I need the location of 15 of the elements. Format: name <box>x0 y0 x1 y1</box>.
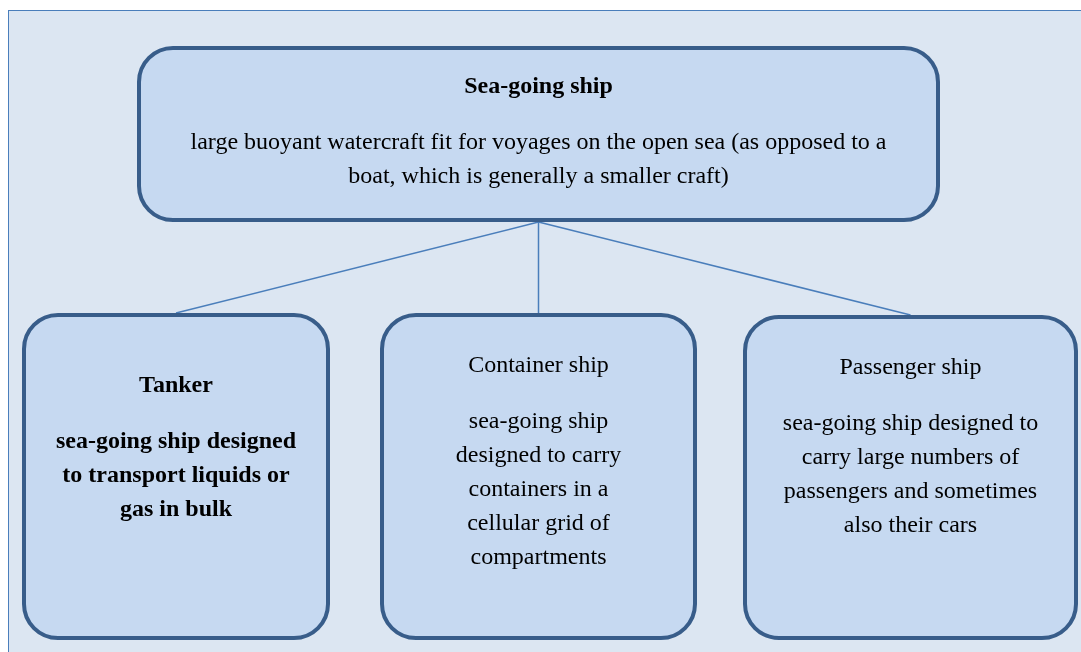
box-description: sea-going ship designed to carry containers in a cellular grid of compartments <box>454 406 623 571</box>
rounded-box <box>743 315 1078 640</box>
box-heading: Passenger ship <box>839 352 982 381</box>
rounded-box <box>137 46 940 222</box>
box-heading: Container ship <box>468 350 609 379</box>
connector-line <box>175 221 540 314</box>
box-heading: Sea-going ship <box>464 71 613 100</box>
rounded-box <box>22 313 330 640</box>
box-description: sea-going ship designed to carry large numbers of passengers and sometimes also their cars <box>781 408 1040 539</box>
box-description: sea-going ship designed to transport liquids or gas in bulk <box>54 426 298 523</box>
box-description: large buoyant watercraft fit for voyages on the open sea (as opposed to a boat, which is generally a smaller craft) <box>189 127 888 190</box>
connector-line <box>537 221 540 314</box>
rounded-box <box>380 313 697 640</box>
connector-line <box>537 221 912 316</box>
box-heading: Tanker <box>139 370 213 399</box>
